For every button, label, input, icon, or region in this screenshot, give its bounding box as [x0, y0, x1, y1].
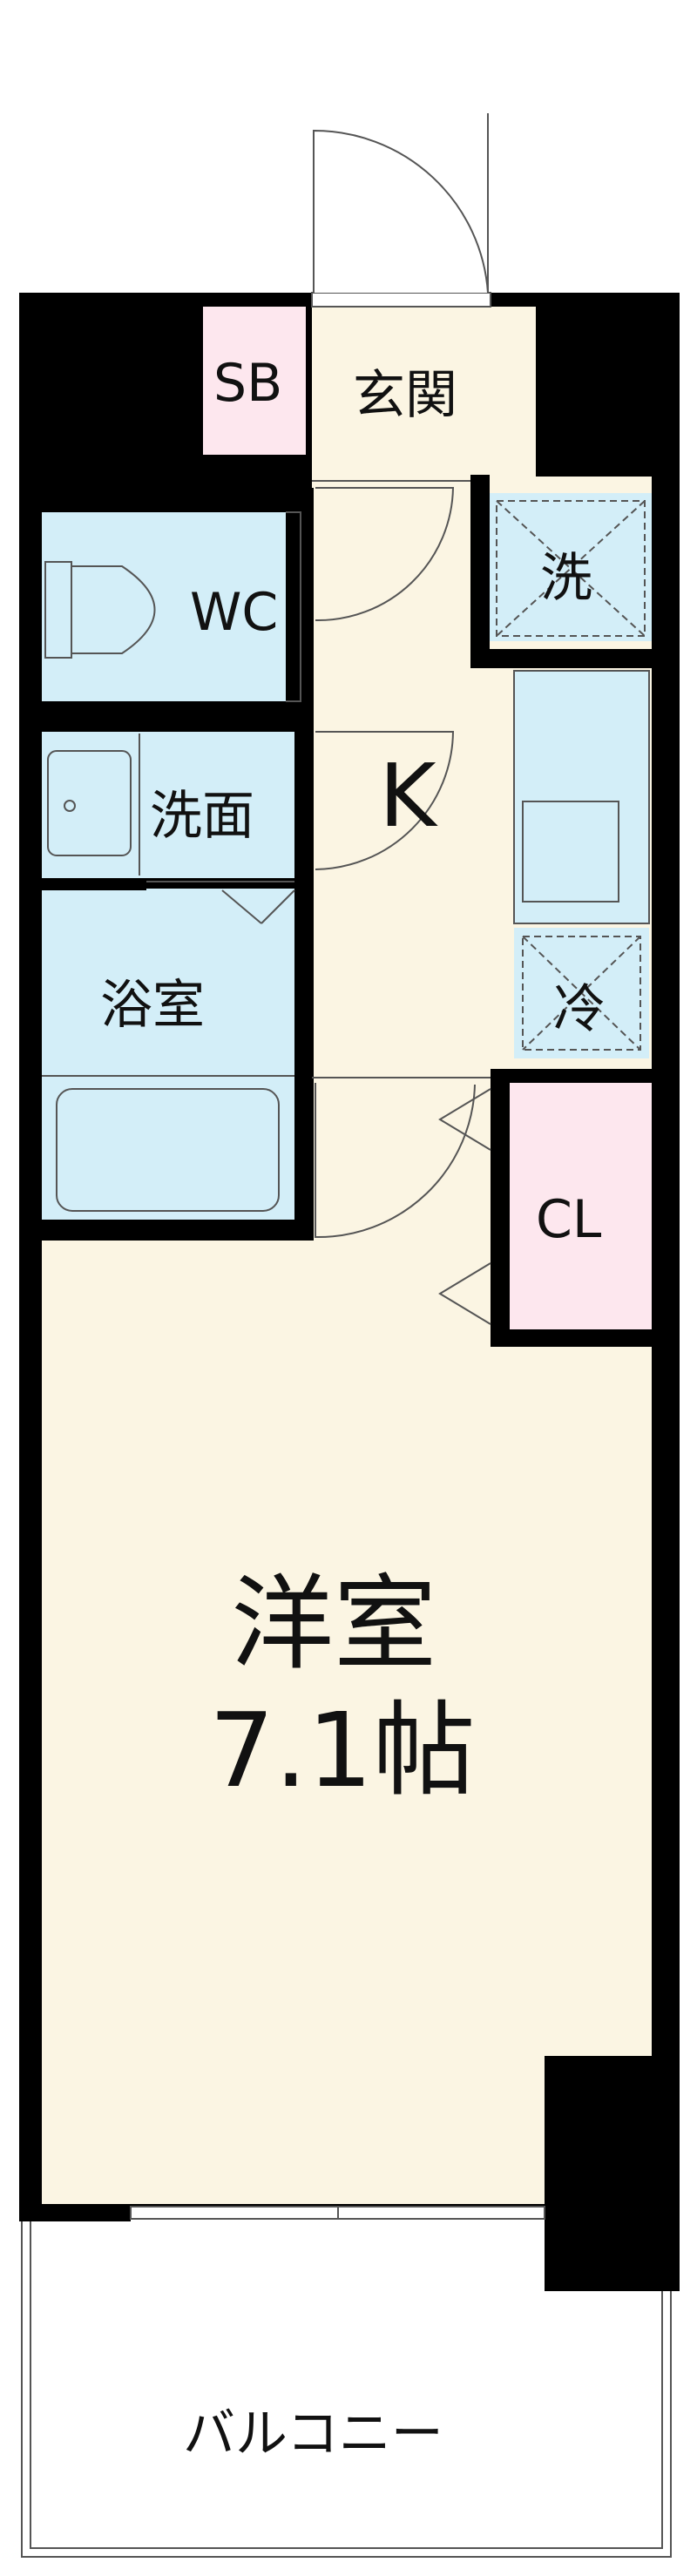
entrance-opening [311, 292, 491, 308]
sb-area [203, 307, 306, 455]
closet-area [510, 1083, 652, 1329]
closet-door-2 [438, 1262, 491, 1325]
toilet-tank [44, 561, 72, 659]
wall-washer-left [470, 475, 490, 666]
fridge-x2 [522, 936, 641, 1051]
label-entrance: 玄関 [353, 365, 457, 426]
entrance-door-swing [313, 129, 489, 294]
closet-door-1 [438, 1088, 491, 1151]
label-sb: SB [213, 353, 283, 414]
wash-door-swing [315, 731, 455, 870]
bath-door-line-1 [221, 889, 262, 924]
wall-washer-bottom [470, 649, 653, 668]
wall-wc-bottom [42, 701, 303, 732]
wall-bottom-left [19, 2204, 131, 2221]
wall-bath-bottom [42, 1220, 314, 1241]
kitchen-sink [522, 801, 619, 903]
label-balcony: バルコニー [183, 2404, 443, 2464]
label-washer: 洗 [540, 548, 592, 609]
balcony-outline-inner [30, 2221, 663, 2549]
hall-door-swing-1 [315, 487, 455, 622]
label-kitchen: K [379, 745, 436, 847]
label-wc: WC [190, 582, 279, 643]
bathtub [56, 1088, 280, 1212]
label-western-room: 洋室 [231, 1564, 437, 1684]
wall-left-column [294, 488, 314, 1220]
bedroom-entry-floor [312, 1069, 491, 1243]
label-closet: CL [536, 1189, 602, 1250]
balcony-outline [21, 2221, 672, 2558]
wall-bottom-right-block [545, 2056, 680, 2291]
basin-drain [64, 800, 76, 812]
bedroom-door-swing [315, 1083, 476, 1239]
entrance-floor [312, 307, 536, 477]
washer-area [490, 493, 652, 641]
label-fridge: 冷 [553, 979, 606, 1040]
label-bathroom: 浴室 [100, 975, 205, 1036]
bath-door-line-2 [261, 889, 295, 924]
wall-sb-bottom [203, 455, 312, 481]
label-western-room-size: 7.1帖 [209, 1690, 476, 1810]
basin [47, 750, 132, 856]
wall-closet-left [491, 1083, 510, 1344]
wall-right-column [652, 293, 680, 2218]
wall-wash-bottom [42, 878, 146, 890]
western-room-floor [42, 1239, 652, 2204]
fridge-box [522, 936, 641, 1051]
toilet-door-swing [286, 511, 301, 702]
label-washroom: 洗面 [150, 786, 254, 847]
toilet-bowl [71, 565, 156, 654]
wall-closet-bottom [491, 1329, 656, 1347]
washer-box [496, 500, 646, 637]
